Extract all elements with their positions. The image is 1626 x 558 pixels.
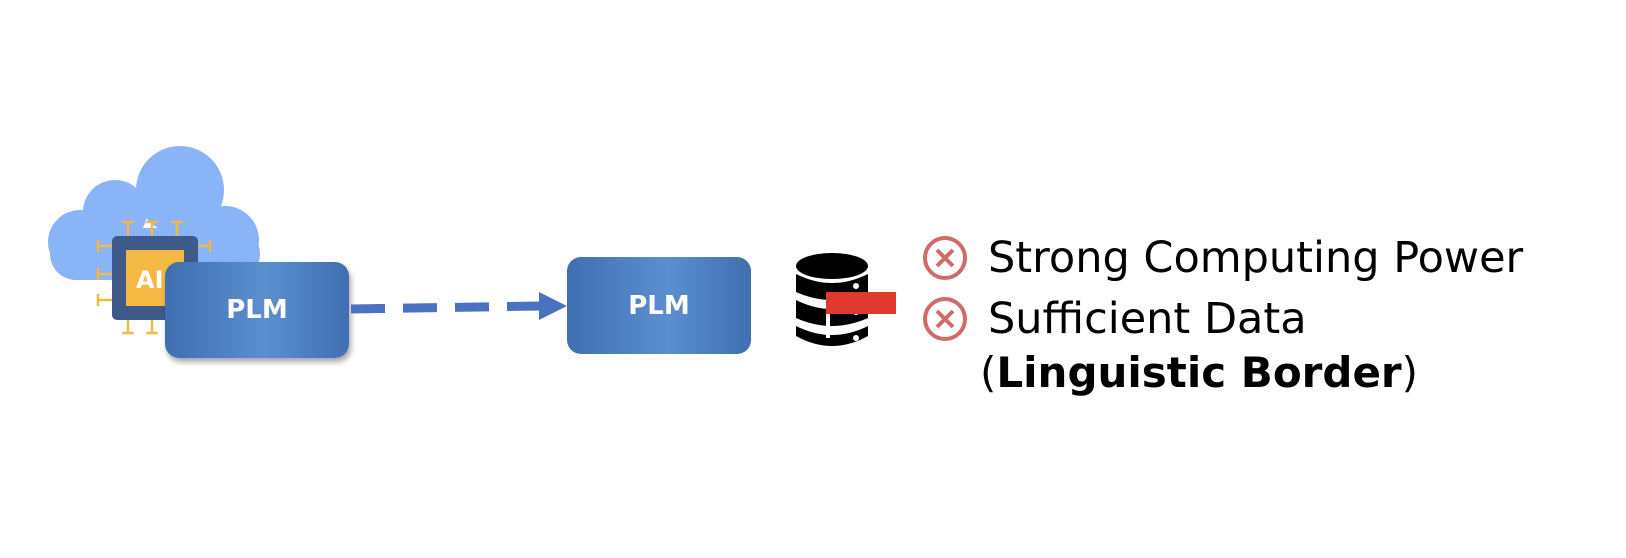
- transfer-arrow: [350, 292, 567, 320]
- note-open-paren: (: [980, 348, 997, 397]
- database-flag: [826, 292, 896, 314]
- target-plm-label: PLM: [628, 290, 690, 321]
- chip-label: AI: [136, 266, 164, 294]
- condition-text: Strong Computing Power: [988, 233, 1524, 283]
- database-icon: [796, 253, 896, 346]
- condition-text: Sufficient Data: [988, 294, 1307, 344]
- cross-circle-icon: [923, 236, 967, 280]
- condition-row-computing: Strong Computing Power: [920, 233, 1523, 283]
- linguistic-border-note: (Linguistic Border): [980, 348, 1418, 397]
- source-plm-box: PLM: [165, 262, 349, 358]
- cross-circle-icon: [923, 297, 967, 341]
- arrow-head-icon: [539, 292, 567, 320]
- note-close-paren: ): [1401, 348, 1419, 397]
- source-plm-label: PLM: [226, 295, 288, 325]
- note-text: Linguistic Border: [996, 348, 1402, 397]
- cloud-icon: [48, 146, 260, 280]
- condition-row-data: Sufficient Data: [920, 294, 1307, 344]
- conditions-list: Strong Computing Power Sufficient Data (…: [920, 226, 1610, 426]
- target-plm-box: PLM: [567, 257, 751, 354]
